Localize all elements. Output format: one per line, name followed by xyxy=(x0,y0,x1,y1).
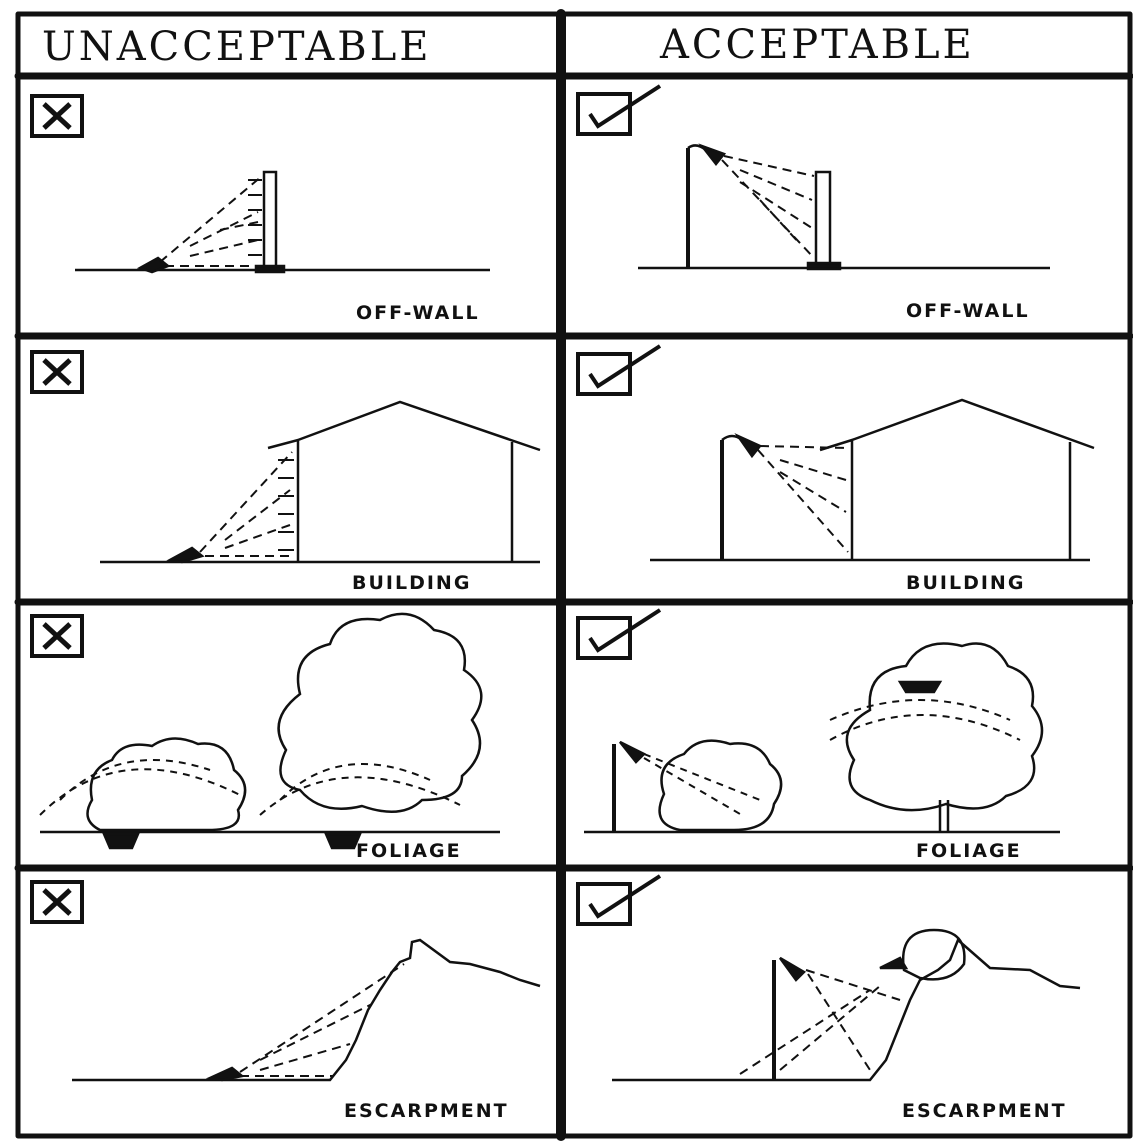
pole-fixture xyxy=(702,146,724,164)
caption-escarpment-unacceptable: ESCARPMENT xyxy=(344,1100,509,1122)
ground-floodlight xyxy=(210,1068,242,1080)
escarpment xyxy=(72,940,540,1080)
building xyxy=(268,402,540,562)
panel-offwall-acceptable xyxy=(638,145,1050,269)
ground-floodlight-2 xyxy=(326,834,360,848)
light-beam xyxy=(200,452,292,556)
ground-floodlight xyxy=(170,548,202,562)
wall-base xyxy=(808,263,840,269)
caption-building-unacceptable: BUILDING xyxy=(352,572,471,594)
panel-building-acceptable xyxy=(650,400,1094,560)
check-box-icon xyxy=(576,82,666,138)
light-beam xyxy=(722,156,814,258)
pole-fixture xyxy=(620,742,644,762)
panel-building-unacceptable xyxy=(100,402,540,562)
x-box-icon xyxy=(30,94,84,138)
panel-escarpment-unacceptable xyxy=(72,940,540,1080)
escarpment-light xyxy=(880,958,906,968)
x-box-icon xyxy=(30,614,84,658)
panel-foliage-acceptable xyxy=(584,644,1060,833)
light-beam xyxy=(740,970,900,1074)
building xyxy=(820,400,1094,560)
ground-floodlight-1 xyxy=(104,834,138,848)
caption-foliage-unacceptable: FOLIAGE xyxy=(356,840,462,862)
check-box-icon xyxy=(576,342,666,398)
caption-offwall-acceptable: OFF-WALL xyxy=(906,300,1030,322)
caption-foliage-acceptable: FOLIAGE xyxy=(916,840,1022,862)
panel-offwall-unacceptable xyxy=(75,172,490,272)
caption-offwall-unacceptable: OFF-WALL xyxy=(356,302,480,324)
tree xyxy=(279,614,482,812)
panel-escarpment-acceptable xyxy=(612,930,1080,1080)
check-box-icon xyxy=(576,606,666,662)
light-beam xyxy=(758,446,848,552)
escarpment xyxy=(612,940,1080,1080)
caption-building-acceptable: BUILDING xyxy=(906,572,1025,594)
tree xyxy=(847,644,1042,811)
caption-escarpment-acceptable: ESCARPMENT xyxy=(902,1100,1067,1122)
wall xyxy=(264,172,276,270)
x-box-icon xyxy=(30,880,84,924)
tree-uplight xyxy=(900,682,940,692)
header-unacceptable: UNACCEPTABLE xyxy=(42,24,431,70)
pole-fixture xyxy=(780,958,804,980)
wall xyxy=(816,172,830,268)
pole-fixture xyxy=(738,436,760,456)
shrub xyxy=(88,738,246,830)
panel-foliage-unacceptable xyxy=(40,614,500,848)
check-box-icon xyxy=(576,872,666,928)
light-beam xyxy=(240,964,404,1076)
x-box-icon xyxy=(30,350,84,394)
light-beam xyxy=(40,760,460,815)
header-acceptable: ACCEPTABLE xyxy=(660,22,975,68)
light-beam xyxy=(644,700,1020,814)
light-beam xyxy=(160,176,262,266)
